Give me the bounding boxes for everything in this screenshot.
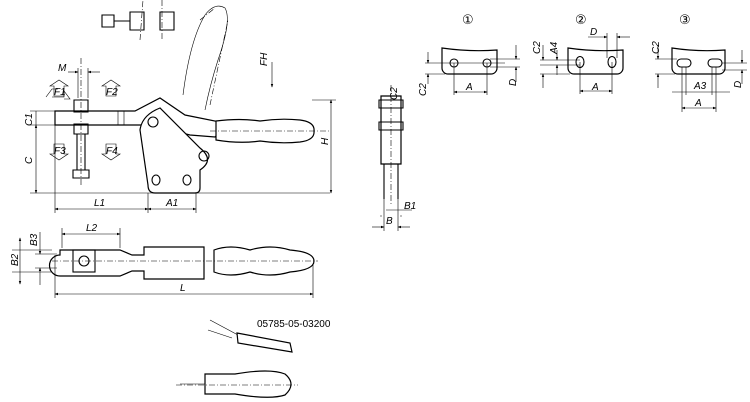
- v2-label-A4: A4: [549, 41, 560, 55]
- label-H: H: [320, 137, 331, 145]
- label-A1: A1: [165, 198, 178, 209]
- v2-label-A: A: [591, 82, 599, 93]
- open-handle-outline: [182, 5, 228, 111]
- v2-label-C2: C2: [532, 41, 543, 54]
- v2-label-D: D: [590, 27, 597, 38]
- label-B3: B3: [29, 233, 40, 246]
- part-number: 05785-05-03200: [257, 319, 331, 330]
- label-L1: L1: [94, 198, 105, 209]
- front-view: [30, 0, 336, 213]
- base-variant-1: [425, 45, 520, 95]
- label-B2: B2: [10, 253, 21, 266]
- label-L2: L2: [86, 223, 98, 234]
- v1-label-D: D: [508, 79, 519, 86]
- handle-detail: [176, 319, 298, 398]
- v3-label-D: D: [733, 81, 744, 88]
- v3-label-A: A: [694, 98, 702, 109]
- label-FH: FH: [259, 52, 270, 66]
- base-variant-2: [540, 33, 630, 94]
- label-B1: B1: [404, 201, 416, 212]
- label-B: B: [386, 216, 393, 227]
- side-label-C2: C2: [389, 87, 400, 100]
- label-F4: F4: [106, 146, 118, 157]
- side-view: [372, 85, 412, 231]
- label-C: C: [24, 156, 35, 164]
- v3-label-C2: C2: [651, 41, 662, 54]
- label-C1: C1: [24, 113, 35, 126]
- v1-label-A: A: [465, 82, 473, 93]
- label-M: M: [58, 63, 67, 74]
- label-L: L: [180, 283, 186, 294]
- base-variant-3: [655, 45, 747, 112]
- top-view: [12, 228, 318, 298]
- v3-label-A3: A3: [693, 81, 707, 92]
- label-F2: F2: [106, 87, 118, 98]
- variant-number-3: ③: [679, 13, 691, 28]
- variant-number-1: ①: [462, 13, 474, 28]
- label-F1: F1: [54, 87, 66, 98]
- variant-number-2: ②: [575, 13, 587, 28]
- v1-label-C2: C2: [418, 83, 429, 96]
- label-F3: F3: [54, 146, 66, 157]
